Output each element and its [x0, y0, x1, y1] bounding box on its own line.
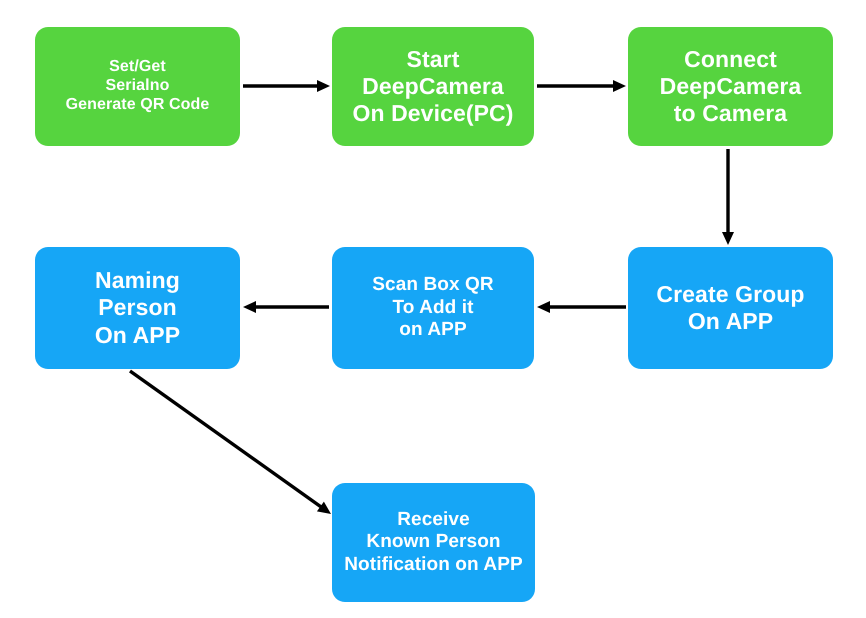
arrow-edge-connect-to-group	[722, 149, 734, 245]
arrow-edge-group-to-scan	[537, 301, 626, 313]
flow-node-label-line: Create Group	[656, 280, 805, 307]
flow-node-label-line: Person	[98, 294, 177, 321]
arrow-edge-start-to-connect	[537, 80, 626, 92]
flow-node-label-line: Connect	[684, 45, 777, 72]
flow-node-label-line: Notification on APP	[344, 553, 523, 575]
arrow-edge-serialno-to-start	[243, 80, 330, 92]
flow-node-label-line: On APP	[94, 321, 181, 348]
flow-node-label-line: To Add it	[392, 296, 474, 318]
flow-node-label-line: Known Person	[366, 531, 501, 553]
flow-node-label-line: Naming	[95, 267, 180, 294]
flow-node-label-line: Generate QR Code	[65, 95, 210, 113]
flow-node-label-line: Receive	[397, 508, 470, 530]
flow-node-label-line: to Camera	[673, 100, 788, 127]
flow-node-label-line: Start	[406, 45, 460, 72]
flow-node-label-line: On APP	[687, 308, 774, 334]
flow-node-label-line: On Device(PC)	[352, 100, 514, 127]
flow-node-label-line: on APP	[399, 319, 467, 341]
flow-node-label-line: Scan Box QR	[372, 274, 494, 296]
flow-node-label-line: DeepCamera	[659, 72, 802, 99]
arrow-edge-scan-to-naming	[243, 301, 329, 313]
flow-node-label-line: Serialno	[105, 77, 170, 95]
flow-node-label-line: DeepCamera	[362, 72, 504, 99]
arrow-edge-naming-to-receive	[129, 369, 331, 514]
flow-node-label-line: Set/Get	[109, 58, 166, 76]
